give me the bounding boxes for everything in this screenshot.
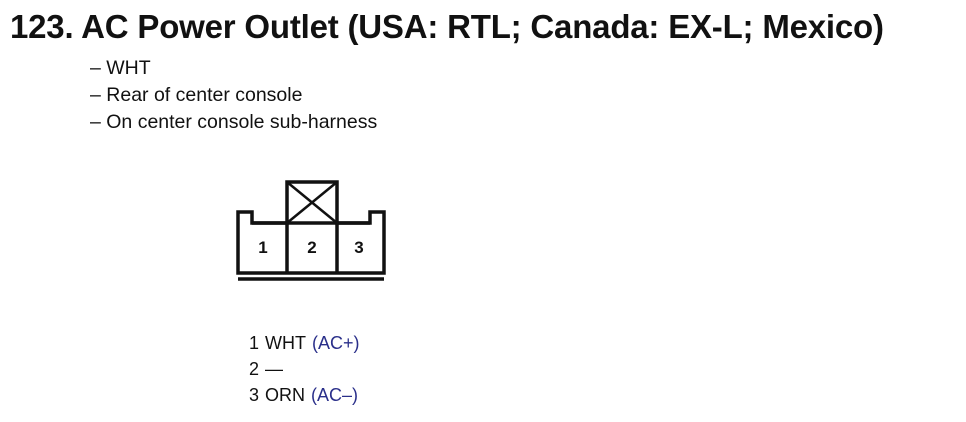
pin-number: 3 <box>249 385 260 405</box>
terminal-3-label: 3 <box>354 238 363 257</box>
pin-wire: — <box>265 359 284 379</box>
connector-face-diagram: 1 2 3 <box>236 180 386 281</box>
pin-function: (AC–) <box>311 385 359 405</box>
connector-details: – WHT – Rear of center console – On cent… <box>90 55 377 136</box>
detail-location: – Rear of center console <box>90 84 303 106</box>
pin-number: 1 <box>249 333 260 353</box>
connector-housing <box>236 180 386 275</box>
detail-color: – WHT <box>90 57 151 79</box>
pin-wire: ORN <box>265 385 306 405</box>
terminal-2-label: 2 <box>307 238 316 257</box>
pin-number: 2 <box>249 359 260 379</box>
x-box-icon <box>286 181 338 224</box>
pin-function: (AC+) <box>312 333 360 353</box>
detail-harness: – On center console sub-harness <box>90 111 378 133</box>
pin-row: 2— <box>249 356 366 382</box>
terminal-1-label: 1 <box>258 238 267 257</box>
pin-wire: WHT <box>265 333 306 353</box>
page-title: 123. AC Power Outlet (USA: RTL; Canada: … <box>10 8 884 45</box>
